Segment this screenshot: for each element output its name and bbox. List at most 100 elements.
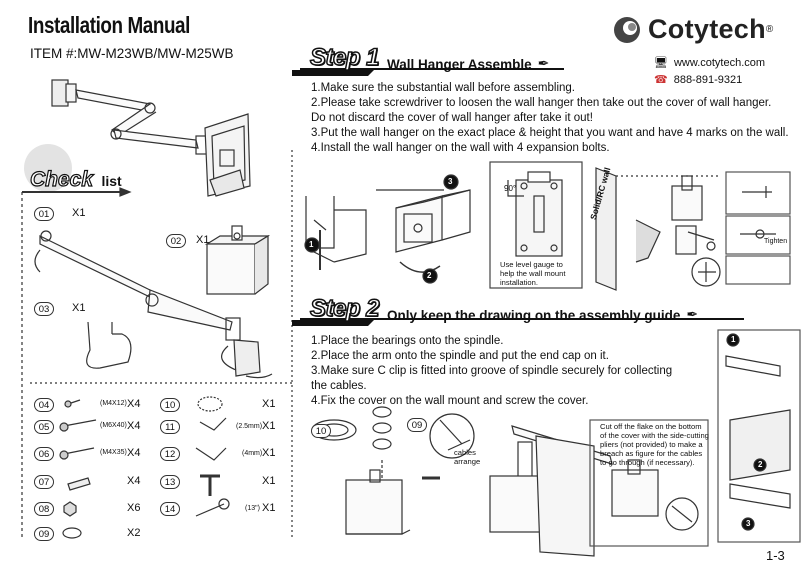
part-quantity: X4 (127, 447, 141, 459)
step1-bolt-details (691, 171, 791, 287)
part-number: 14 (160, 502, 180, 516)
part-quantity: X2 (127, 527, 141, 539)
note-line: to go through (if necessary). (600, 458, 695, 467)
phone-icon: ☎ (654, 74, 668, 86)
part-quantity: X1 (72, 302, 86, 314)
brand-swirl-icon (614, 16, 640, 43)
brand-registered-mark: ® (765, 24, 774, 35)
step1-level-gauge (489, 161, 583, 289)
step1-tag: Step 1 (309, 43, 380, 72)
step2-side-sequence (717, 329, 801, 543)
part-number: 03 (34, 302, 54, 316)
part-03-clip (86, 321, 132, 369)
step2-tag: Step 2 (309, 294, 380, 323)
cables-label-line: arrange (454, 457, 481, 466)
step1-cover-removal (395, 174, 471, 284)
step2-header: Step 2 Only keep the drawing on the asse… (309, 294, 699, 323)
part-number: 12 (160, 447, 180, 461)
part-quantity: X4 (127, 420, 141, 432)
phone-row: ☎ 888-891-9321 (654, 72, 765, 89)
part-number: 04 (34, 398, 54, 412)
step-header-bars (292, 68, 744, 326)
step2-part-label-09: 09 (407, 418, 427, 432)
brand-name: Cotytech (648, 14, 766, 44)
part-quantity: X1 (262, 475, 276, 487)
part-number: 08 (34, 502, 54, 516)
part-number: 06 (34, 447, 54, 461)
part-number: 11 (160, 420, 180, 434)
part-quantity: X1 (262, 502, 276, 514)
step1-line: 3.Put the wall hanger on the exact place… (311, 127, 789, 139)
item-number: ITEM #:MW-M23WB/MW-M25WB (30, 46, 234, 61)
note-line: pliers (not provided) to make a (600, 440, 703, 449)
part-number: 01 (34, 207, 54, 221)
step2-arm-on-spindle (489, 425, 613, 557)
part-quantity: X1 (72, 207, 86, 219)
phone-number: 888-891-9321 (673, 74, 743, 86)
part-02-wall-hanger (204, 225, 271, 295)
step2-part-label-10: 10 (311, 424, 331, 438)
part-quantity: X4 (127, 475, 141, 487)
step2-line: 2.Place the arm onto the spindle and put… (311, 350, 609, 362)
part-quantity: X1 (262, 420, 276, 432)
note-line: Cut off the flake on the bottom (600, 422, 702, 431)
part-quantity: X4 (127, 398, 141, 410)
part-quantity: X1 (262, 398, 276, 410)
step2-mount-base (345, 469, 440, 535)
step2-line: 3.Make sure C clip is fitted into groove… (311, 365, 673, 377)
step2-cover-detail (589, 419, 709, 547)
level-gauge-note: Use level gauge to help the wall mount i… (500, 260, 565, 287)
website-url[interactable]: www.cotytech.com (673, 57, 766, 69)
part-size: (2.5mm) (236, 423, 263, 430)
part-quantity: X6 (127, 502, 141, 514)
part-size: (M4X12) (100, 400, 127, 407)
step1-wall-hanger-open (304, 189, 444, 270)
step1-title: Wall Hanger Assemble (387, 57, 532, 72)
page-number: 1-3 (766, 548, 785, 563)
assembled-arm-illustration (51, 79, 251, 197)
pen-icon: ✒ (686, 306, 699, 322)
part-01-arm (34, 230, 273, 379)
checklist-decoration (21, 144, 293, 540)
part-number: 10 (160, 398, 180, 412)
step2-line: 1.Place the bearings onto the spindle. (311, 335, 504, 347)
pen-icon: ✒ (537, 55, 550, 71)
note-line: of the cover with the side-cutting (600, 431, 709, 440)
page-title: Installation Manual (28, 12, 190, 38)
brand-logo: Cotytech® (612, 14, 773, 45)
step1-callout-3: 3 (448, 177, 453, 186)
part-number: 02 (166, 234, 186, 248)
gauge-note-line: help the wall mount (500, 269, 566, 278)
step2-title: Only keep the drawing on the assembly gu… (387, 308, 681, 323)
contact-info: 🖥 www.cotytech.com ☎ 888-891-9321 (654, 55, 765, 89)
part-size: (13") (245, 505, 260, 512)
step1-line: Do not discard the cover of wall hanger … (311, 112, 593, 124)
step1-header: Step 1 Wall Hanger Assemble ✒ (309, 43, 550, 72)
checklist-title: Check (29, 167, 94, 191)
part-size: (4mm) (242, 450, 263, 457)
angle-label: 90° (504, 184, 517, 193)
step2-instructions: 1.Place the bearings onto the spindle. 2… (311, 334, 672, 409)
cables-arrange-label: cables arrange (454, 448, 480, 466)
step2-callout-2: 2 (758, 460, 763, 469)
gauge-note-line: Use level gauge to (500, 260, 563, 269)
step1-wall-install (595, 167, 720, 291)
step1-line: 1.Make sure the substantial wall before … (311, 82, 576, 94)
cover-cut-note: Cut off the flake on the bottom of the c… (600, 422, 709, 467)
computer-icon: 🖥 (654, 57, 668, 69)
step1-callout-1: 1 (309, 240, 314, 249)
part-number: 09 (34, 527, 54, 541)
step1-callout-2: 2 (427, 271, 432, 280)
part-quantity: X1 (196, 234, 210, 246)
part-size: (M6X40) (100, 422, 127, 429)
step1-line: 2.Please take screwdriver to loosen the … (311, 97, 772, 109)
step2-callout-1: 1 (731, 335, 736, 344)
step1-instructions: 1.Make sure the substantial wall before … (311, 81, 789, 156)
website-row: 🖥 www.cotytech.com (654, 55, 765, 72)
step2-line: 4.Fix the cover on the wall mount and sc… (311, 395, 589, 407)
step2-line: the cables. (311, 380, 367, 392)
note-line: breach as figure for the cables (600, 449, 703, 458)
part-number: 05 (34, 420, 54, 434)
checklist-subtitle: list (101, 173, 122, 189)
